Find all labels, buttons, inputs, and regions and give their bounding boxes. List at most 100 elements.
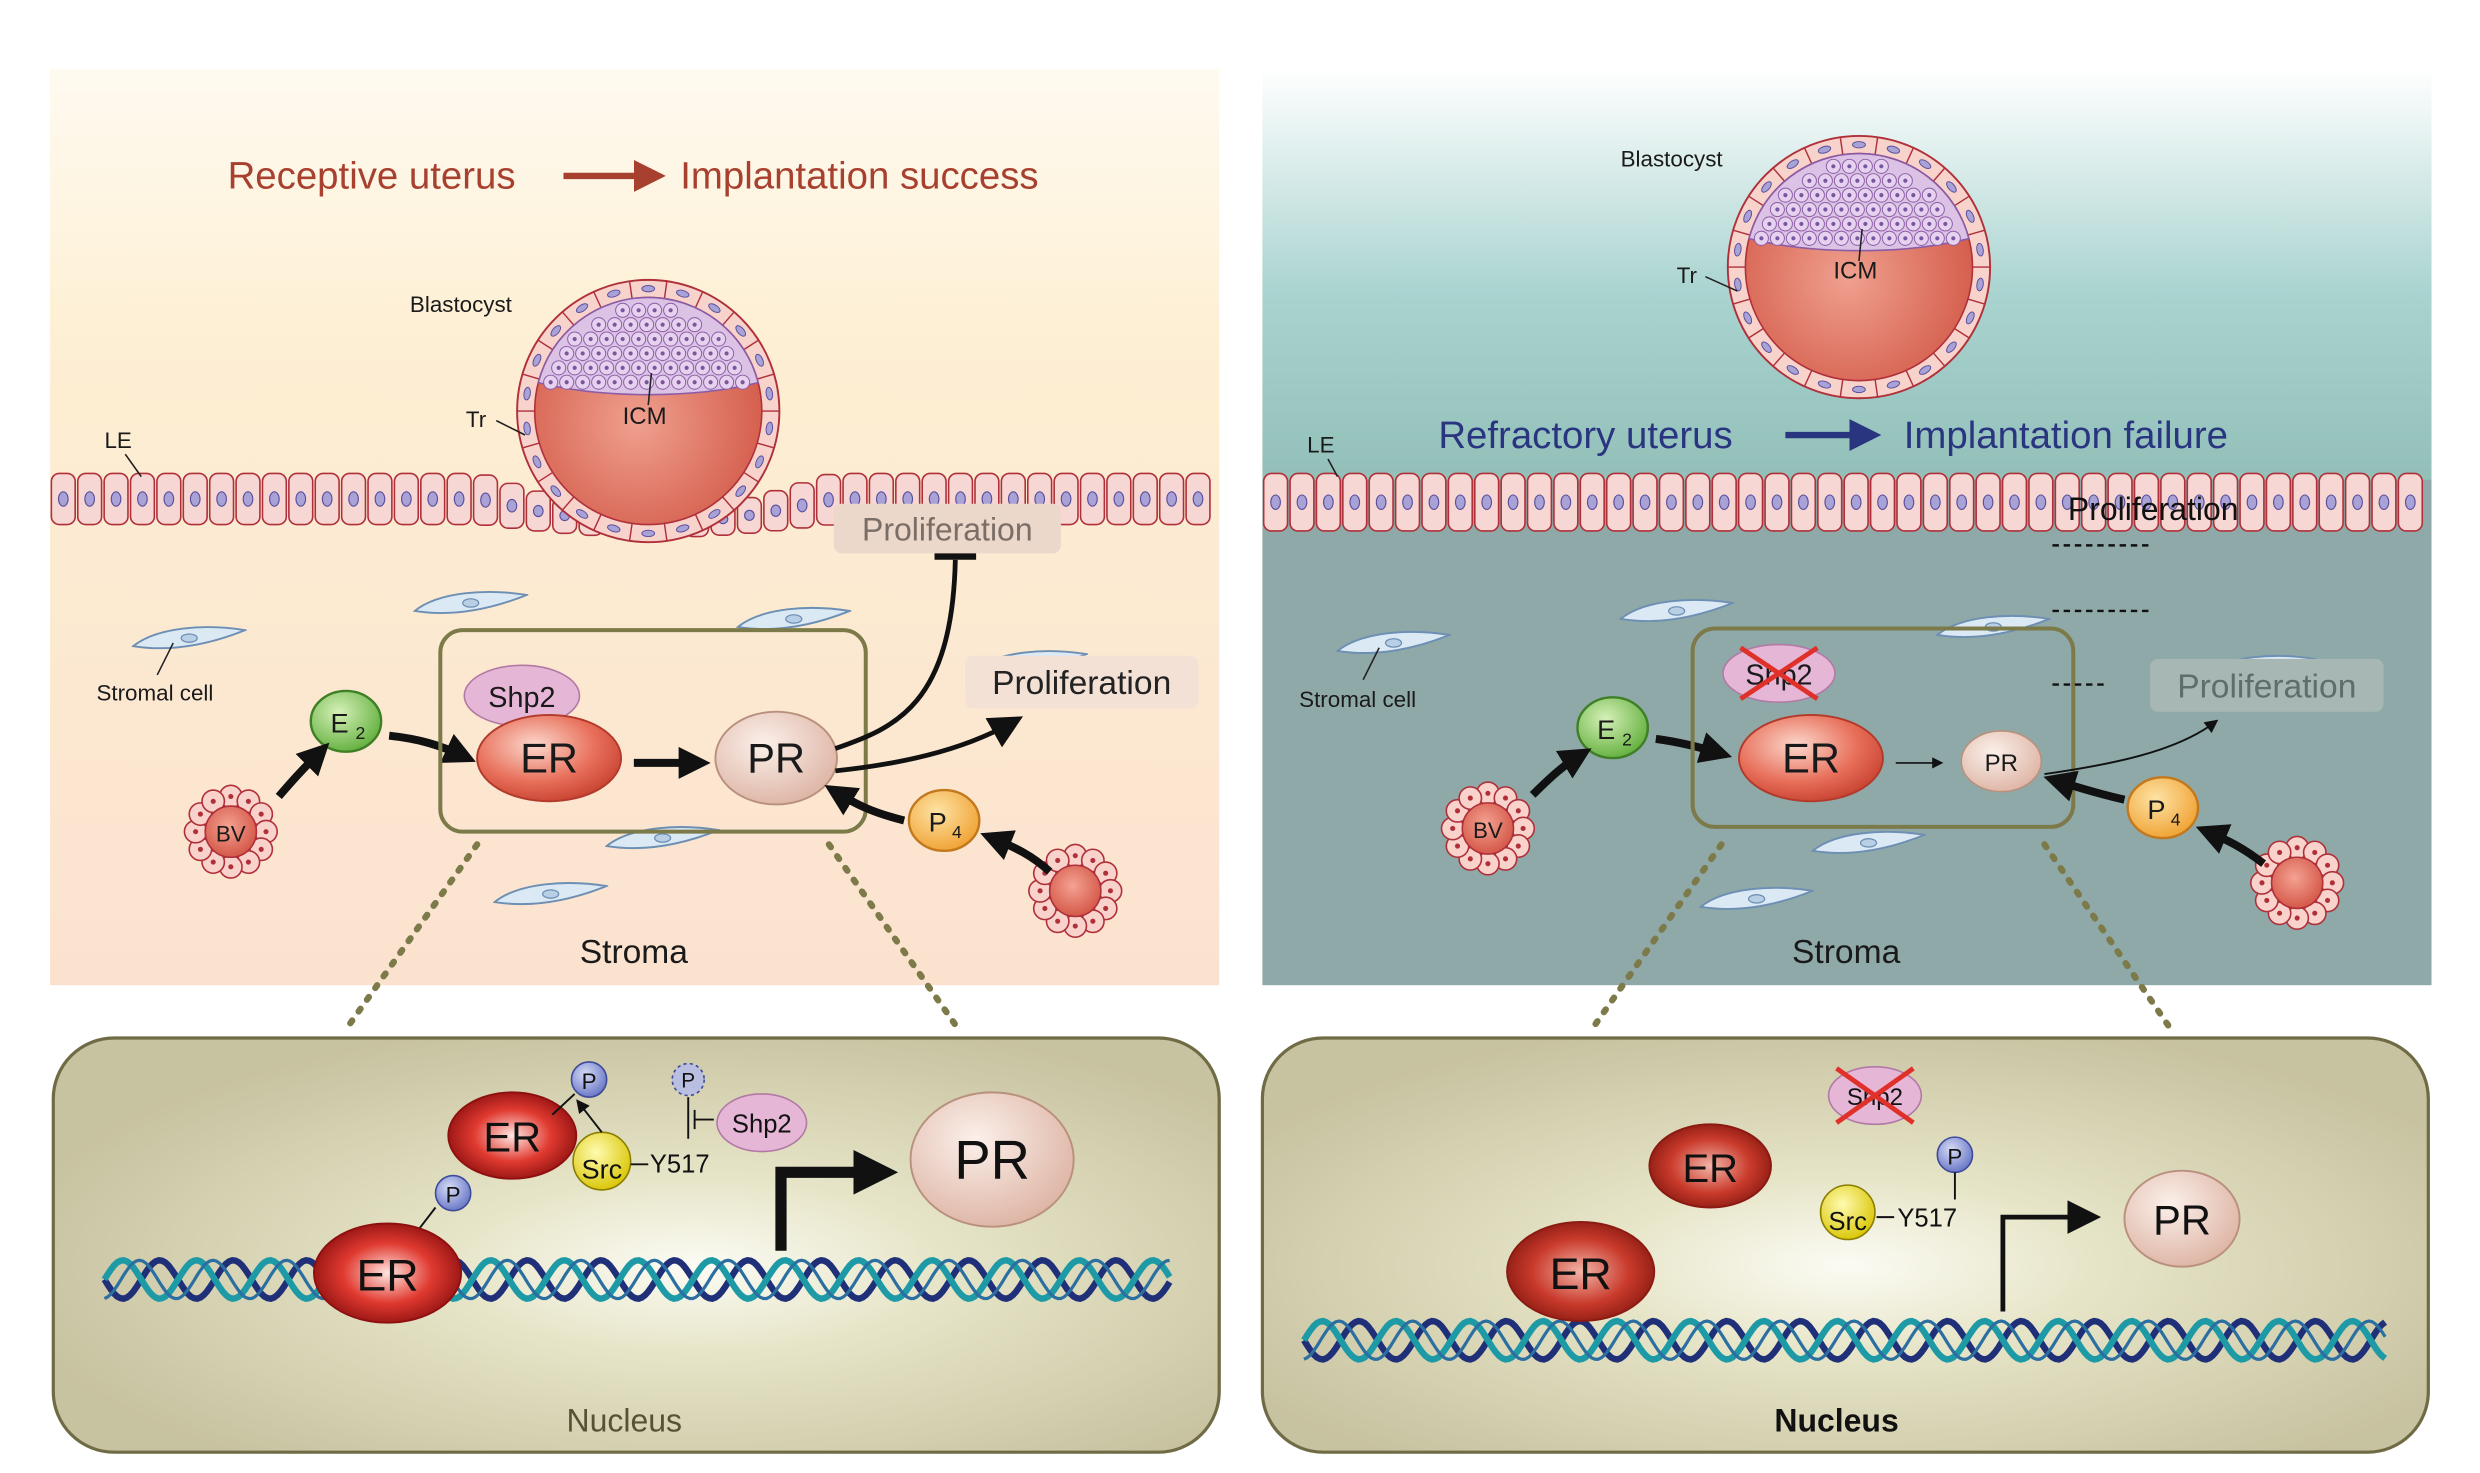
left-epithelial-nucleus xyxy=(137,491,148,507)
left-epithelial-nucleus xyxy=(1166,491,1177,507)
left-pr-to-proliferation-arrow xyxy=(835,716,1024,774)
left-proliferation-right-label: Proliferation xyxy=(992,665,1171,702)
left-title-success: Implantation success xyxy=(680,155,1038,198)
right-epithelial-nucleus xyxy=(2325,494,2337,510)
left-p4-subscript: 4 xyxy=(952,822,962,842)
left-transcription-arrow xyxy=(775,1149,899,1251)
right-epithelial-nucleus xyxy=(1586,494,1598,510)
right-nucleus-phospho-label: P xyxy=(1947,1144,1962,1169)
right-epithelial-nucleus xyxy=(1982,494,1994,510)
right-dna-helix xyxy=(1301,1317,2388,1363)
right-p4-subscript: 4 xyxy=(2171,809,2181,829)
right-epithelial-nucleus xyxy=(2299,494,2311,510)
left-le-label: LE xyxy=(104,428,131,453)
left-nucleus-phospho-3-label: P xyxy=(681,1070,695,1093)
left-nucleus-phospho-1 xyxy=(570,1061,608,1098)
left-epithelial-nucleus xyxy=(796,498,808,513)
left-blastocyst-label: Blastocyst xyxy=(410,292,513,317)
right-epithelial-nucleus xyxy=(1402,494,1413,510)
right-blastocyst-label: Blastocyst xyxy=(1621,146,1724,171)
right-epithelial-nucleus xyxy=(1771,494,1783,510)
right-pr-to-proliferation-weak-arrow xyxy=(2044,719,2219,776)
left-epithelial-nucleus xyxy=(57,491,69,507)
right-epithelial-nucleus xyxy=(1613,494,1625,510)
right-epithelial-nucleus xyxy=(1798,494,1809,510)
left-bv-label: BV xyxy=(216,821,246,846)
right-epithelial-nucleus xyxy=(2088,494,2100,510)
left-proliferation-right-box xyxy=(964,655,1199,709)
left-epithelial-nucleus xyxy=(242,491,254,507)
left-nucleus-src-label: Src xyxy=(581,1154,622,1185)
left-epithelial-nucleus xyxy=(823,492,834,508)
left-epithelial-nucleus xyxy=(374,491,386,507)
right-shp2-cross xyxy=(1739,645,1819,701)
left-nucleus-phospho-2-label: P xyxy=(446,1183,461,1208)
right-nucleus-label: Nucleus xyxy=(1774,1402,1898,1438)
left-bv-to-p4-arrow xyxy=(980,830,1053,875)
left-nucleus-er-upper-label: ER xyxy=(483,1114,541,1161)
right-er-label: ER xyxy=(1782,734,1840,781)
left-proliferation-top-label: Proliferation xyxy=(862,512,1033,548)
left-epithelial-nucleus xyxy=(110,491,122,507)
left-epithelial-nucleus xyxy=(1139,491,1151,507)
right-le-label: LE xyxy=(1307,433,1334,458)
left-nucleus-phospho-3 xyxy=(671,1062,706,1097)
left-p4-to-pr-arrow xyxy=(824,784,906,825)
left-zoom-line xyxy=(825,841,964,1035)
left-stromal-cell-zoom-box xyxy=(438,628,868,834)
right-e2-label: E xyxy=(1597,714,1615,745)
right-epithelial-nucleus xyxy=(1534,494,1545,510)
right-e2-molecule xyxy=(1576,696,1650,760)
left-dna-strand xyxy=(101,1257,1173,1302)
left-nucleus xyxy=(51,1036,1221,1454)
right-nucleus-er-upper-label: ER xyxy=(1682,1147,1738,1191)
right-nucleus-pr xyxy=(2123,1169,2241,1268)
right-bv-to-p4-arrow xyxy=(2195,824,2267,867)
left-epithelial-nucleus xyxy=(744,509,755,521)
left-nucleus-pr xyxy=(909,1091,1075,1228)
left-pr-protein xyxy=(714,710,838,806)
left-epithelial-nucleus xyxy=(532,504,544,518)
left-panel: Receptive uterus Implantation success LE… xyxy=(50,68,1221,1454)
left-epithelial-nucleus xyxy=(189,491,201,507)
right-epithelial-nucleus xyxy=(2167,494,2179,510)
right-epithelial-nucleus xyxy=(2246,494,2258,510)
right-epithelial-nucleus xyxy=(1639,494,1651,510)
right-epithelial-nucleus xyxy=(2141,494,2152,510)
left-proliferation-top-box xyxy=(833,503,1061,554)
left-stromal-cell-label: Stromal cell xyxy=(96,681,213,706)
right-epithelial-nucleus xyxy=(1428,494,1440,510)
right-epithelial-nucleus xyxy=(2352,494,2363,510)
right-epithelial-nucleus xyxy=(1296,494,1308,510)
right-zoom-line xyxy=(1587,841,1725,1035)
right-nucleus-er-upper xyxy=(1648,1123,1772,1209)
left-pr-inhibits-proliferation xyxy=(834,559,958,751)
left-bv-to-e2-arrow xyxy=(275,742,330,800)
left-nucleus-phospho-2 xyxy=(434,1174,472,1212)
left-epithelial-nucleus xyxy=(1113,491,1125,507)
right-e2-subscript: 2 xyxy=(1622,729,1632,749)
right-stroma-label: Stroma xyxy=(1792,934,1901,971)
right-luminal-epithelium xyxy=(1262,472,2424,532)
right-zoom-line xyxy=(2041,841,2176,1035)
left-e2-label: E xyxy=(331,708,349,739)
right-epithelial-nucleus xyxy=(1454,494,1466,510)
left-src-phosphorylates-er-arrow xyxy=(576,1099,603,1133)
left-epithelial-nucleus xyxy=(770,504,782,517)
left-epithelial-nucleus xyxy=(1087,491,1098,507)
left-e2-to-er-arrow xyxy=(388,731,476,763)
left-er-label: ER xyxy=(520,734,578,781)
left-zoom-line xyxy=(341,841,481,1035)
right-epithelial-nucleus xyxy=(2193,494,2205,510)
right-nucleus-src-label: Src xyxy=(1829,1208,1868,1236)
left-icm-label: ICM xyxy=(623,403,667,430)
left-epithelial-nucleus xyxy=(506,498,518,513)
left-tr-label: Tr xyxy=(466,407,487,432)
right-epithelial-nucleus xyxy=(1956,494,1968,510)
right-epithelial-nucleus xyxy=(2378,494,2390,510)
right-epithelial-nucleus xyxy=(1270,494,1281,510)
right-transcription-weak-arrow xyxy=(2000,1200,2102,1312)
right-epithelial-nucleus xyxy=(1824,494,1836,510)
left-nucleus-label: Nucleus xyxy=(567,1402,683,1438)
